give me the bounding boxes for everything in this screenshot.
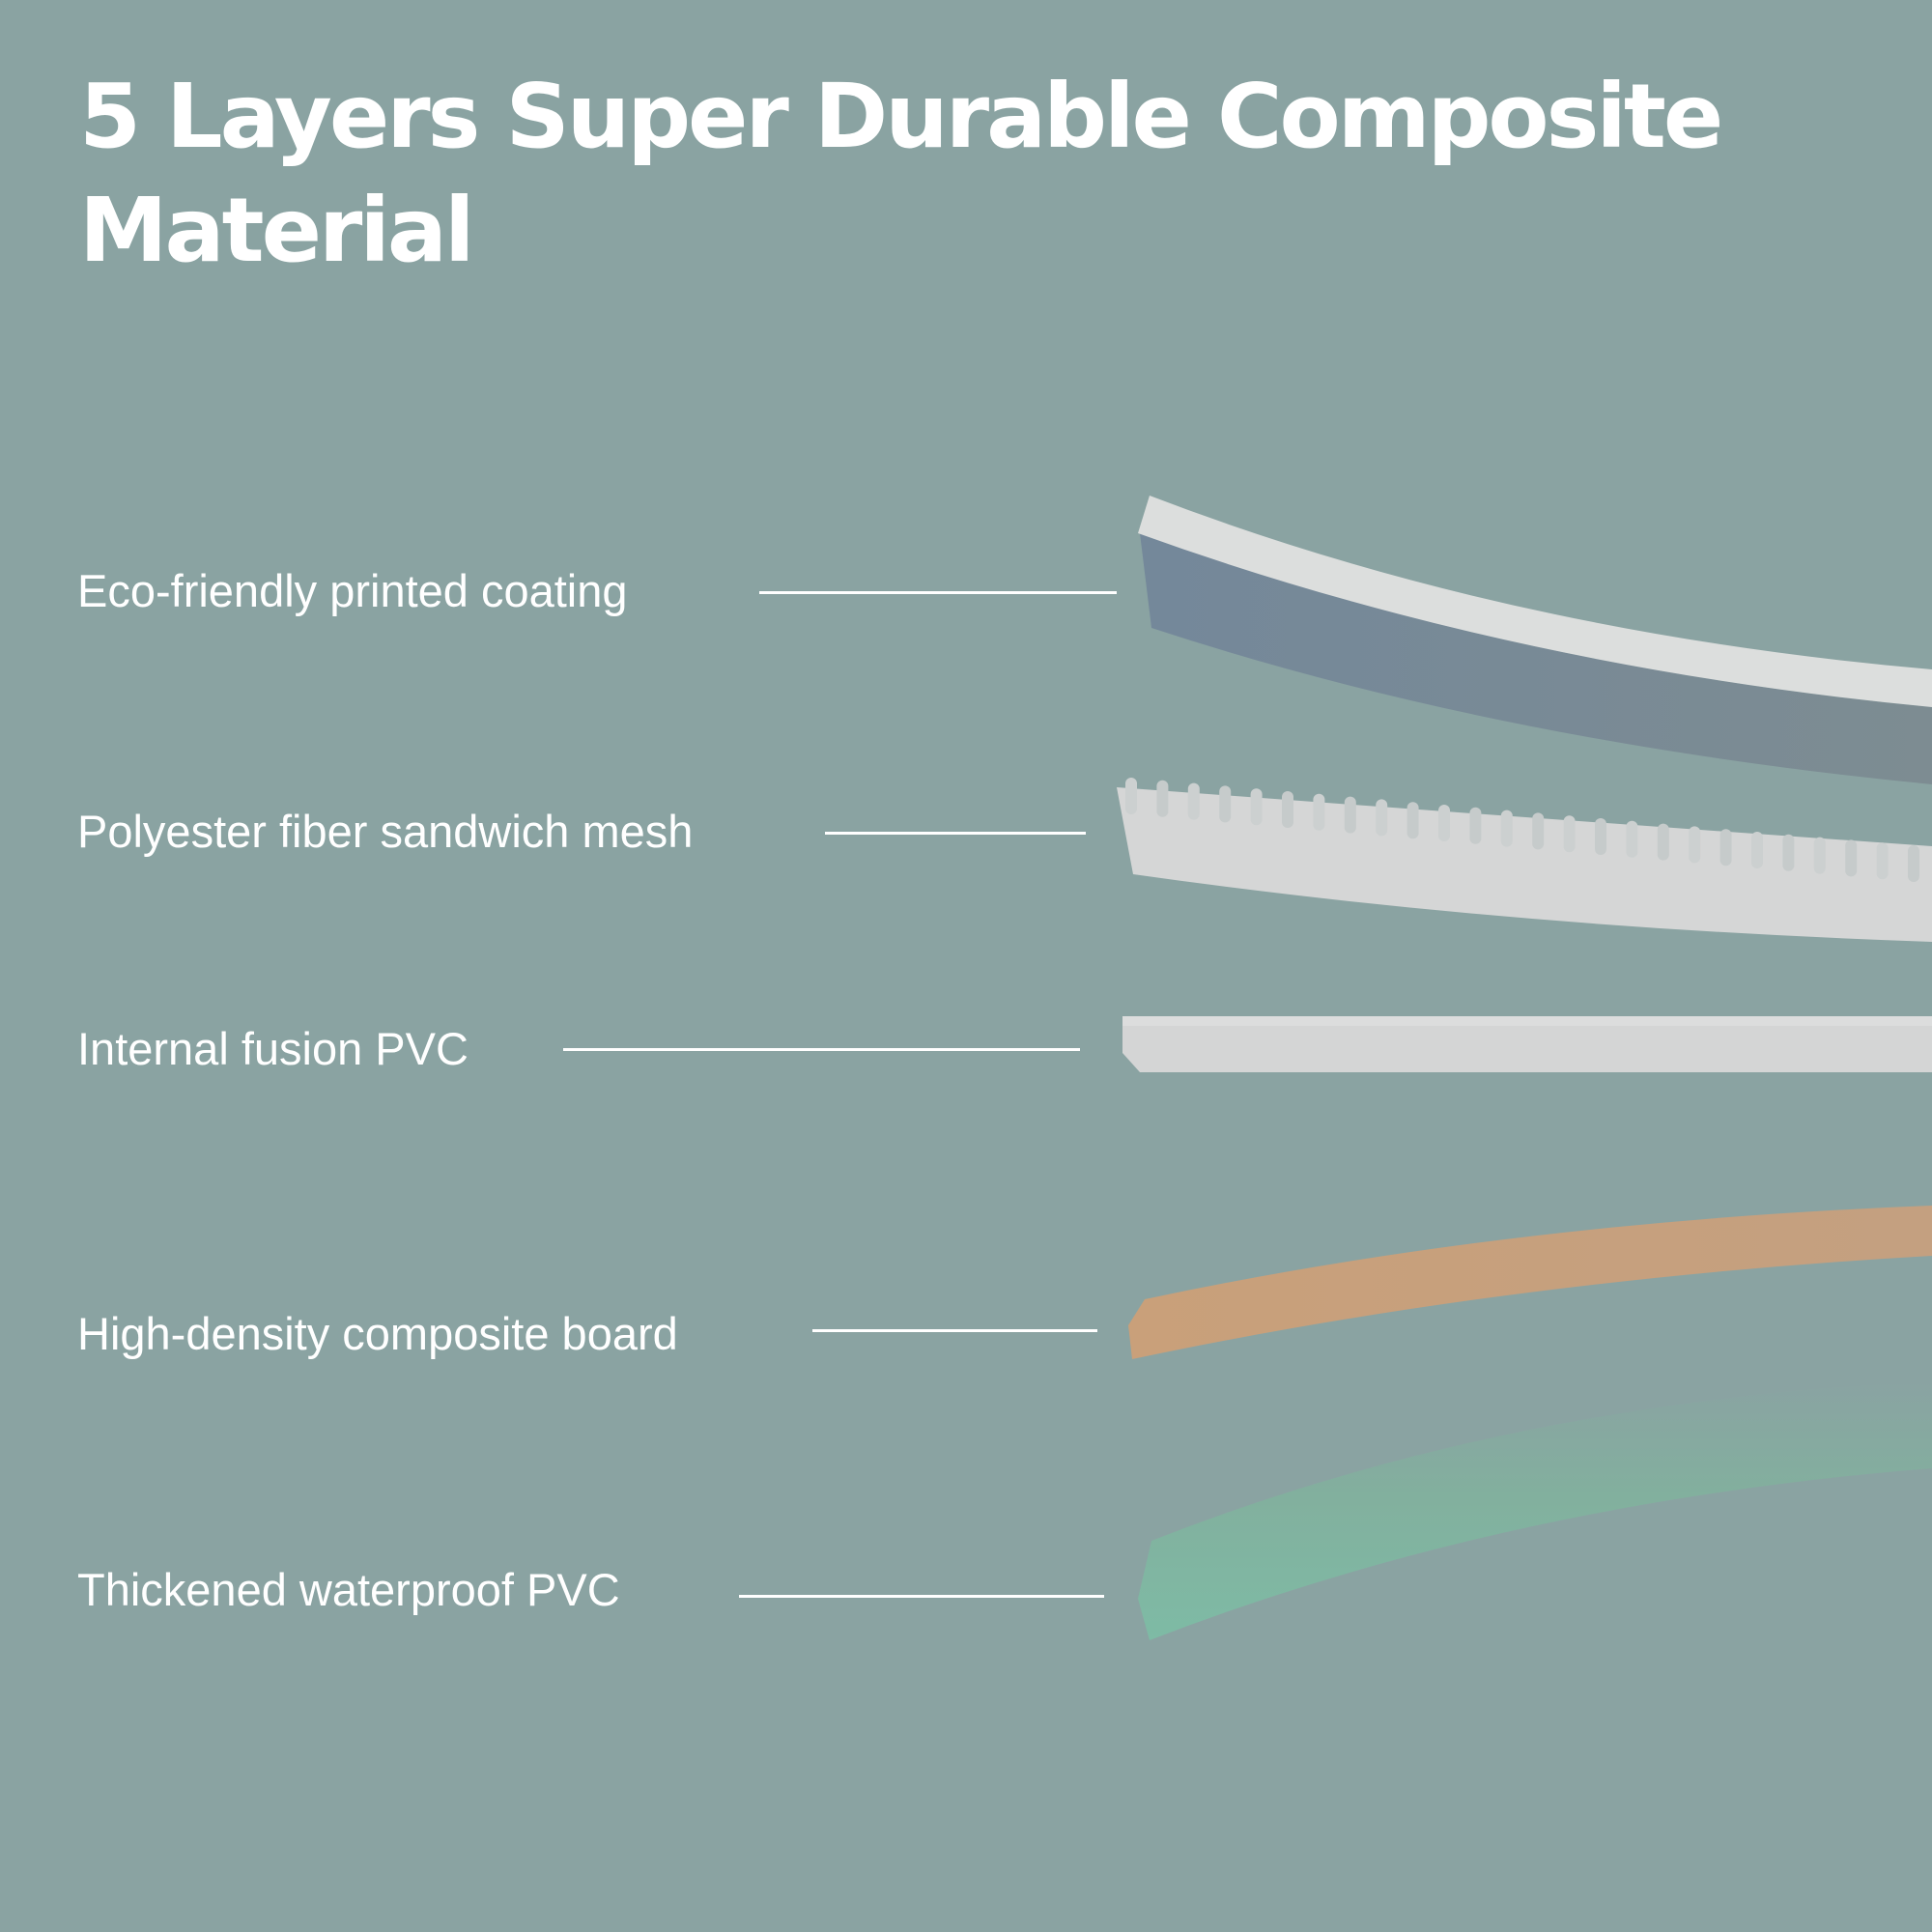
mesh-rib — [1282, 791, 1293, 828]
mesh-rib — [1876, 842, 1889, 880]
flat-pvc-layer-icon — [1122, 1016, 1932, 1072]
mesh-rib — [1125, 778, 1137, 814]
mesh-rib — [1344, 796, 1356, 834]
mesh-rib — [1563, 815, 1576, 853]
curved-board-layer-icon — [1128, 1206, 1932, 1359]
layer-label-waterproof-pvc: Thickened waterproof PVC — [77, 1564, 620, 1615]
mesh-rib — [1406, 802, 1419, 839]
mesh-rib — [1469, 807, 1482, 844]
leader-line-mesh — [825, 832, 1086, 835]
ribbed-mesh-layer-icon — [1117, 778, 1932, 942]
mesh-rib — [1845, 839, 1858, 877]
mesh-rib — [1187, 782, 1200, 820]
mesh-rib — [1657, 823, 1669, 861]
leader-line-internal-pvc — [563, 1048, 1080, 1051]
mesh-rib — [1438, 805, 1450, 841]
layer-label-coating: Eco-friendly printed coating — [77, 565, 628, 616]
mesh-rib — [1689, 826, 1701, 864]
curved-coating-layer-icon — [1138, 496, 1932, 784]
leader-line-waterproof-pvc — [739, 1595, 1104, 1598]
page-title: 5 Layers Super Durable Composite Materia… — [79, 65, 1723, 282]
mesh-rib — [1219, 785, 1232, 823]
mesh-rib — [1500, 810, 1513, 847]
mesh-rib — [1813, 837, 1826, 874]
mesh-rib — [1376, 799, 1388, 837]
curved-waterproof-layer-icon — [1138, 1381, 1932, 1640]
mesh-rib — [1719, 829, 1732, 867]
layer-label-board: High-density composite board — [77, 1308, 678, 1359]
mesh-rib — [1313, 793, 1325, 831]
layer-label-mesh: Polyester fiber sandwich mesh — [77, 806, 694, 857]
mesh-rib — [1250, 788, 1263, 826]
mesh-rib — [1782, 834, 1795, 871]
mesh-rib — [1751, 832, 1763, 868]
layer-label-internal-pvc: Internal fusion PVC — [77, 1023, 469, 1074]
mesh-rib — [1626, 820, 1638, 858]
mesh-rib — [1532, 812, 1545, 850]
mesh-rib — [1595, 818, 1606, 855]
mesh-rib — [1156, 780, 1169, 817]
leader-line-board — [812, 1329, 1097, 1332]
mesh-rib — [1908, 845, 1919, 882]
leader-line-coating — [759, 591, 1117, 594]
